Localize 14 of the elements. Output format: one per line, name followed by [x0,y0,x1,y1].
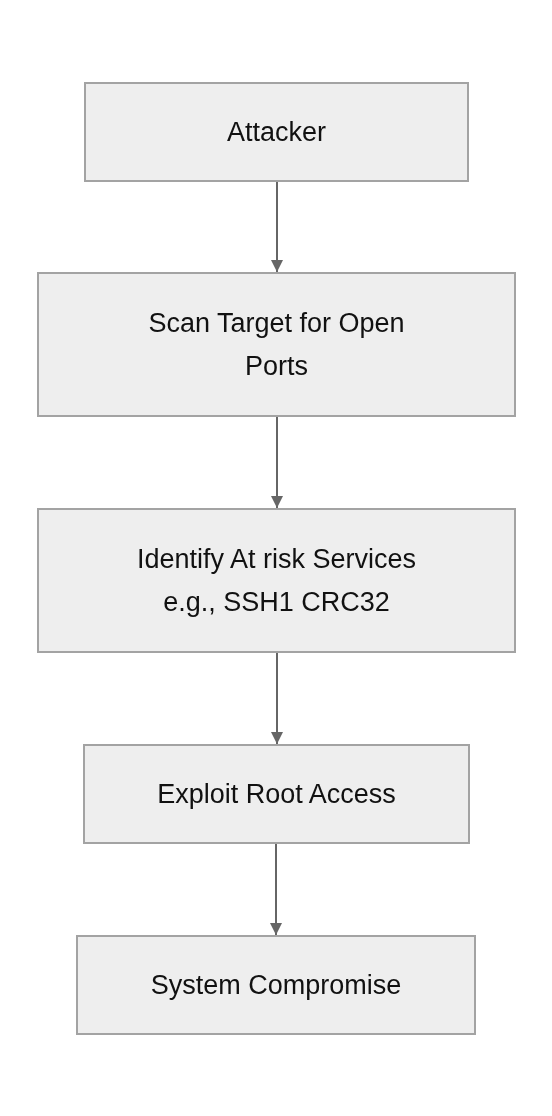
process-box [83,744,470,844]
arrow [271,652,283,745]
step-label: Scan Target for Open Ports [147,306,406,383]
process-box [37,508,516,653]
step-label: Exploit Root Access [157,777,396,811]
step-label: Attacker [226,115,326,149]
process-box [37,272,516,417]
process-box [76,935,476,1035]
step-label: Identify At risk Services e.g., SSH1 CRC32 [135,542,418,619]
step-label: System Compromise [150,968,402,1002]
arrow [271,416,283,509]
arrow [270,843,282,936]
arrow [271,181,283,273]
process-box [84,82,469,182]
